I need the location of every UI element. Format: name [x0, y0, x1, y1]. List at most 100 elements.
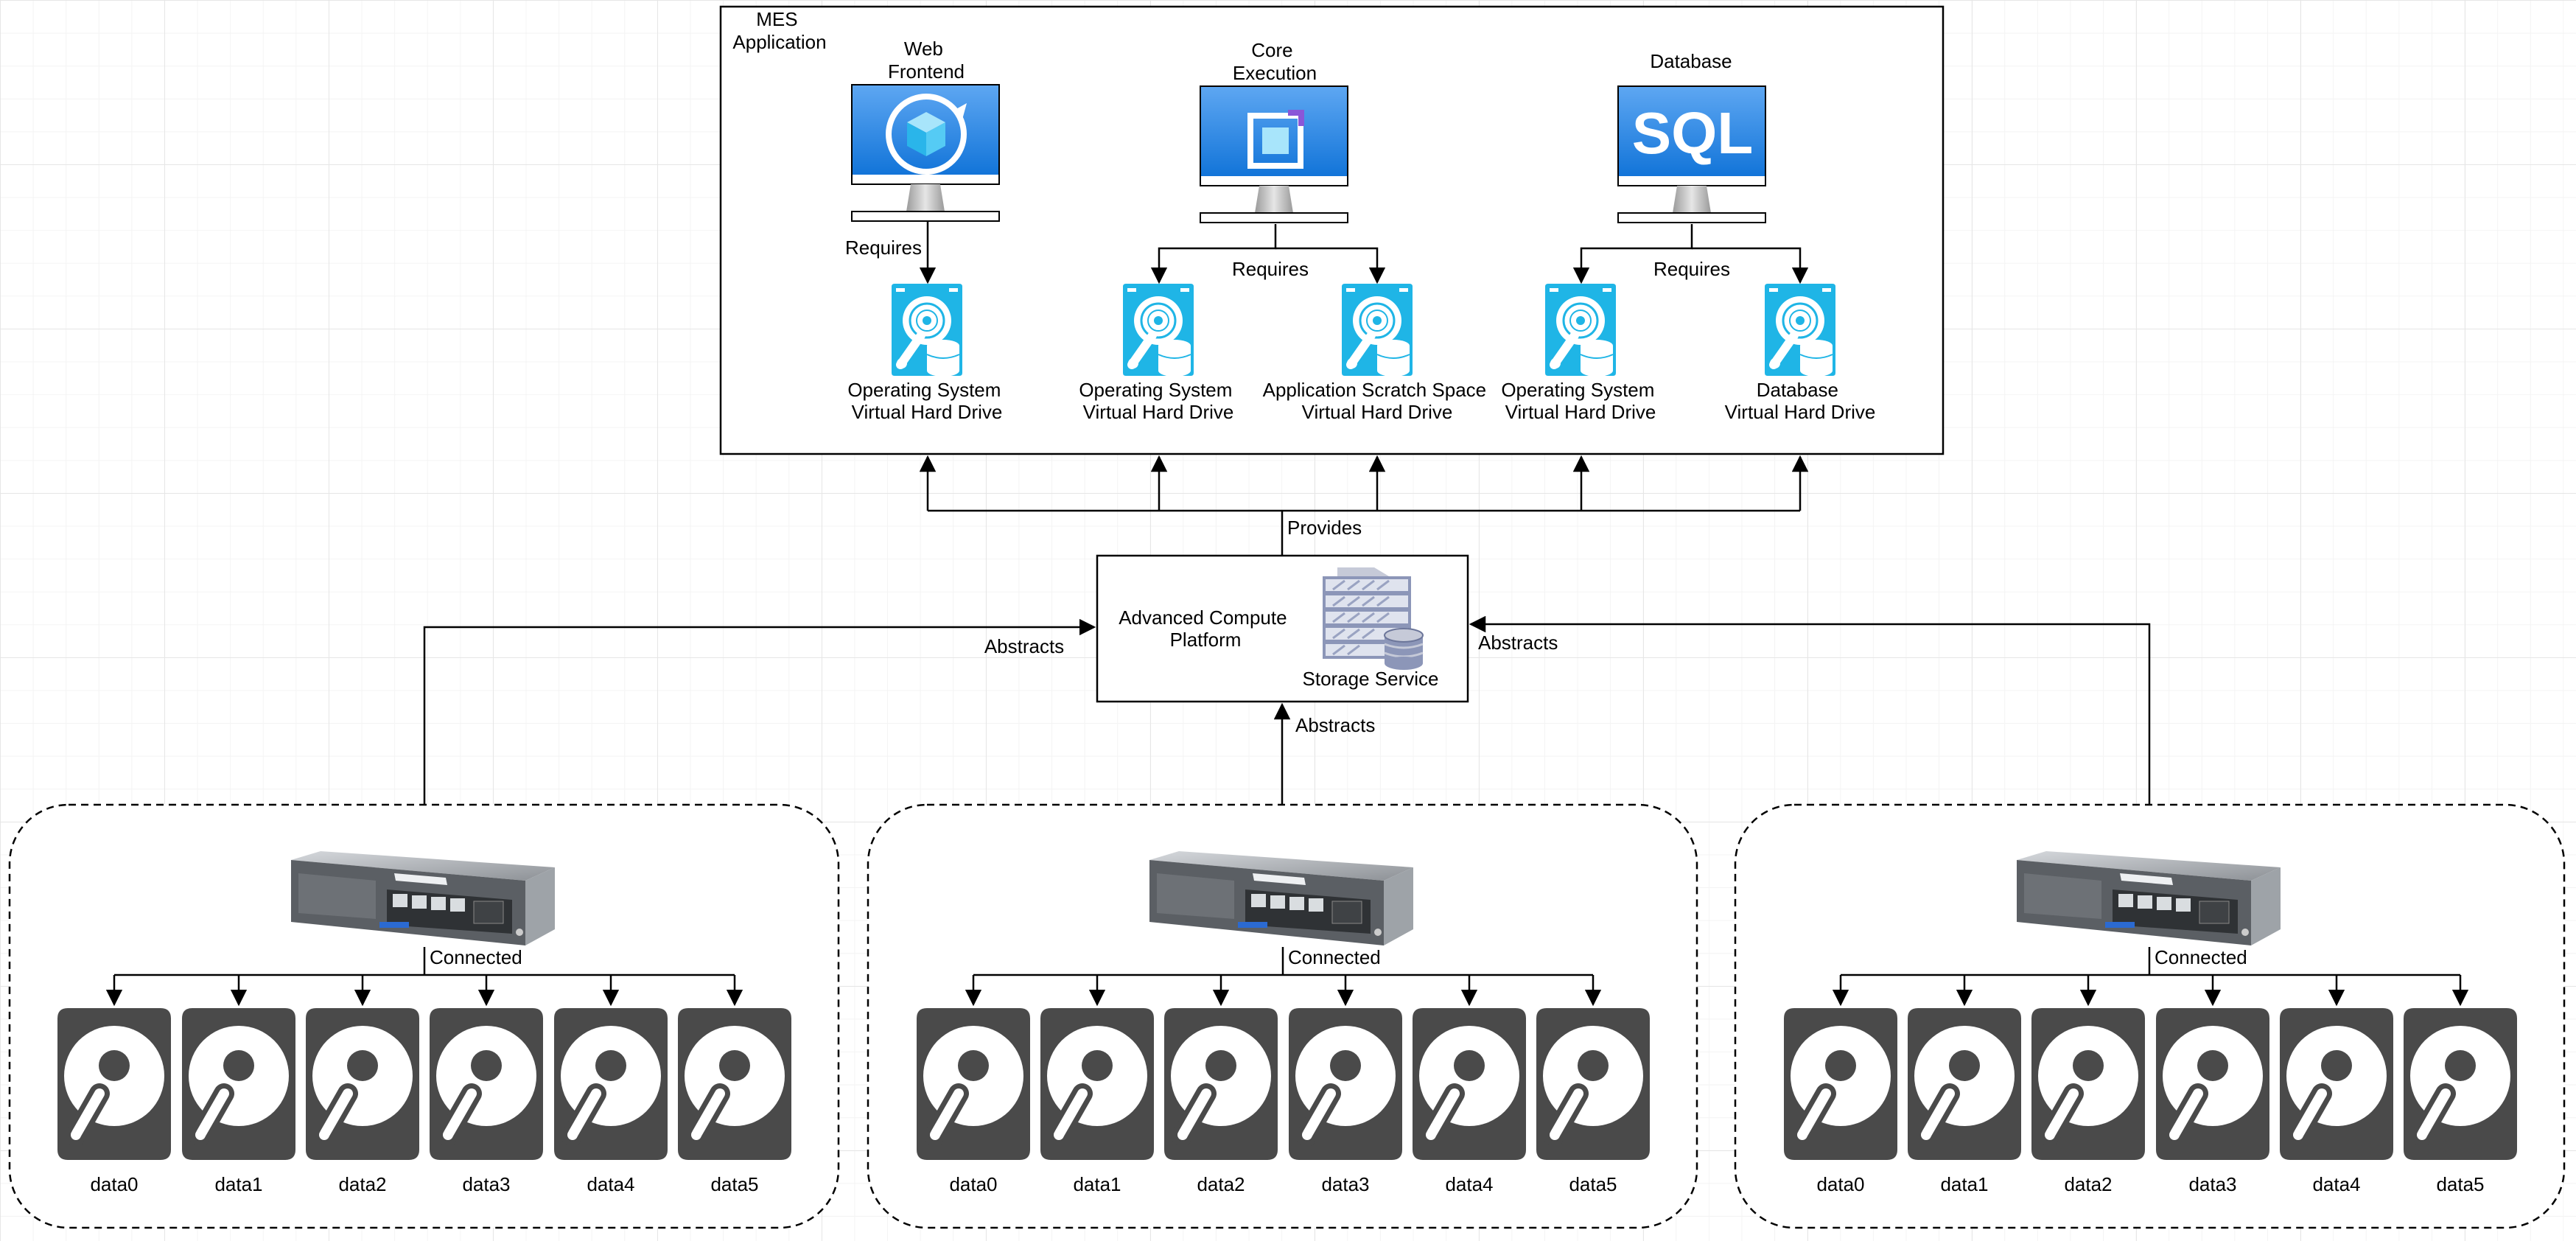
- disk-data5[interactable]: data5: [678, 1008, 791, 1195]
- abstracts-label-right: Abstracts: [1478, 632, 1558, 654]
- disk-data4[interactable]: data4: [2280, 1008, 2393, 1195]
- disk-label: data1: [1940, 1173, 1988, 1195]
- disk-label: data3: [462, 1173, 510, 1195]
- provides-connectors: [919, 455, 1809, 556]
- requires-connectors: [919, 221, 1809, 284]
- abstracts-label-center: Abstracts: [1295, 714, 1375, 736]
- vhd-label: Operating System Virtual Hard Drive: [1079, 379, 1237, 423]
- connected-lines: [965, 947, 1602, 1007]
- database-vm[interactable]: Database SQL: [1617, 50, 1766, 223]
- vhd-label: Database Virtual Hard Drive: [1725, 379, 1876, 423]
- disk-label: data4: [2312, 1173, 2360, 1195]
- hard-disk-icon: [2156, 1008, 2269, 1160]
- connected-label: Connected: [1288, 946, 1381, 968]
- disk-label: data0: [1816, 1173, 1864, 1195]
- disk-data4[interactable]: data4: [554, 1008, 668, 1195]
- disk-data5[interactable]: data5: [2404, 1008, 2517, 1195]
- disk-label: data5: [710, 1173, 758, 1195]
- connected-label: Connected: [430, 946, 522, 968]
- disk-label: data5: [2436, 1173, 2484, 1195]
- disk-data0[interactable]: data0: [1784, 1008, 1897, 1195]
- disk-data0[interactable]: data0: [57, 1008, 171, 1195]
- disk-data1[interactable]: data1: [1908, 1008, 2021, 1195]
- disk-label: data3: [1321, 1173, 1369, 1195]
- hard-disk-icon: [678, 1008, 791, 1160]
- hard-disk-icon: [1164, 1008, 1278, 1160]
- vhd-database-data[interactable]: Database Virtual Hard Drive: [1725, 284, 1876, 423]
- disk-data2[interactable]: data2: [2031, 1008, 2145, 1195]
- requires-label-core: Requires: [1232, 258, 1309, 280]
- disk-label: data5: [1569, 1173, 1617, 1195]
- provides-label: Provides: [1287, 517, 1362, 539]
- hard-disk-icon: [917, 1008, 1030, 1160]
- virtual-hard-drive-icon: [892, 284, 962, 377]
- disk-data3[interactable]: data3: [1289, 1008, 1402, 1195]
- hard-disk-icon: [554, 1008, 668, 1160]
- disk-label: data2: [2064, 1173, 2112, 1195]
- vhd-os-database[interactable]: Operating System Virtual Hard Drive: [1501, 284, 1659, 423]
- disk-label: data3: [2188, 1173, 2236, 1195]
- compute-node-3: Connected data0 data1 data2 data3 data4 …: [1734, 803, 2566, 1229]
- disk-label: data0: [949, 1173, 997, 1195]
- hard-disk-icon: [2031, 1008, 2145, 1160]
- disk-data1[interactable]: data1: [182, 1008, 295, 1195]
- mes-application-container: MES Application Web Frontend Core Execut…: [719, 5, 1945, 455]
- vhd-os-core[interactable]: Operating System Virtual Hard Drive: [1079, 284, 1237, 423]
- disk-label: data1: [214, 1173, 262, 1195]
- vhd-label: Operating System Virtual Hard Drive: [1501, 379, 1659, 423]
- hard-disk-icon: [1908, 1008, 2021, 1160]
- disk-label: data4: [1445, 1173, 1493, 1195]
- disk-data0[interactable]: data0: [917, 1008, 1030, 1195]
- core-execution-label: Core Execution: [1233, 39, 1317, 84]
- vhd-label: Operating System Virtual Hard Drive: [847, 379, 1006, 423]
- advanced-compute-platform[interactable]: Advanced Compute Platform Storage Servic…: [1096, 554, 1469, 703]
- disk-data4[interactable]: data4: [1413, 1008, 1526, 1195]
- web-frontend-vm[interactable]: Web Frontend: [851, 38, 1000, 222]
- disk-label: data2: [338, 1173, 386, 1195]
- hard-disk-icon: [1784, 1008, 1897, 1160]
- hard-disk-icon: [182, 1008, 295, 1160]
- virtual-hard-drive-icon: [1342, 284, 1413, 377]
- disk-data1[interactable]: data1: [1040, 1008, 1154, 1195]
- disk-label: data4: [587, 1173, 634, 1195]
- requires-label-database: Requires: [1653, 258, 1730, 280]
- disk-label: data1: [1073, 1173, 1121, 1195]
- disk-label: data0: [90, 1173, 138, 1195]
- hard-disk-icon: [1413, 1008, 1526, 1160]
- compute-node-2: Connected data0 data1 data2 data3 data4 …: [867, 803, 1698, 1229]
- core-execution-vm[interactable]: Core Execution: [1200, 39, 1348, 223]
- virtual-hard-drive-icon: [1765, 284, 1835, 377]
- disk-data3[interactable]: data3: [430, 1008, 543, 1195]
- disk-data2[interactable]: data2: [1164, 1008, 1278, 1195]
- hard-disk-icon: [1289, 1008, 1402, 1160]
- disk-data3[interactable]: data3: [2156, 1008, 2269, 1195]
- hard-disk-icon: [2404, 1008, 2517, 1160]
- storage-service-icon: [1321, 566, 1424, 671]
- disk-data5[interactable]: data5: [1536, 1008, 1650, 1195]
- hard-disk-icon: [306, 1008, 419, 1160]
- hard-disk-icon: [430, 1008, 543, 1160]
- connected-label: Connected: [2155, 946, 2247, 968]
- database-label: Database: [1650, 50, 1732, 72]
- storage-service-label: Storage Service: [1303, 668, 1439, 690]
- virtual-hard-drive-icon: [1545, 284, 1616, 377]
- connected-lines: [105, 947, 743, 1007]
- virtual-hard-drive-icon: [1123, 284, 1194, 377]
- disk-data2[interactable]: data2: [306, 1008, 419, 1195]
- web-frontend-label: Web Frontend: [888, 38, 965, 83]
- abstracts-label-left: Abstracts: [984, 635, 1064, 657]
- hard-disk-icon: [2280, 1008, 2393, 1160]
- platform-name: Advanced Compute Platform: [1119, 606, 1292, 651]
- mes-title: MES Application: [732, 8, 826, 53]
- compute-node-1: Connected data0 data1 data2 data3 data4 …: [8, 803, 840, 1229]
- disk-label: data2: [1197, 1173, 1245, 1195]
- hard-disk-icon: [57, 1008, 171, 1160]
- requires-label-web: Requires: [845, 237, 922, 259]
- vhd-label: Application Scratch Space Virtual Hard D…: [1263, 379, 1492, 423]
- vhd-os-web[interactable]: Operating System Virtual Hard Drive: [847, 284, 1006, 423]
- web-frontend-cube-icon: [886, 94, 967, 175]
- hard-disk-icon: [1536, 1008, 1650, 1160]
- abstracts-connectors: [423, 615, 2151, 805]
- vhd-scratch-core[interactable]: Application Scratch Space Virtual Hard D…: [1263, 284, 1492, 423]
